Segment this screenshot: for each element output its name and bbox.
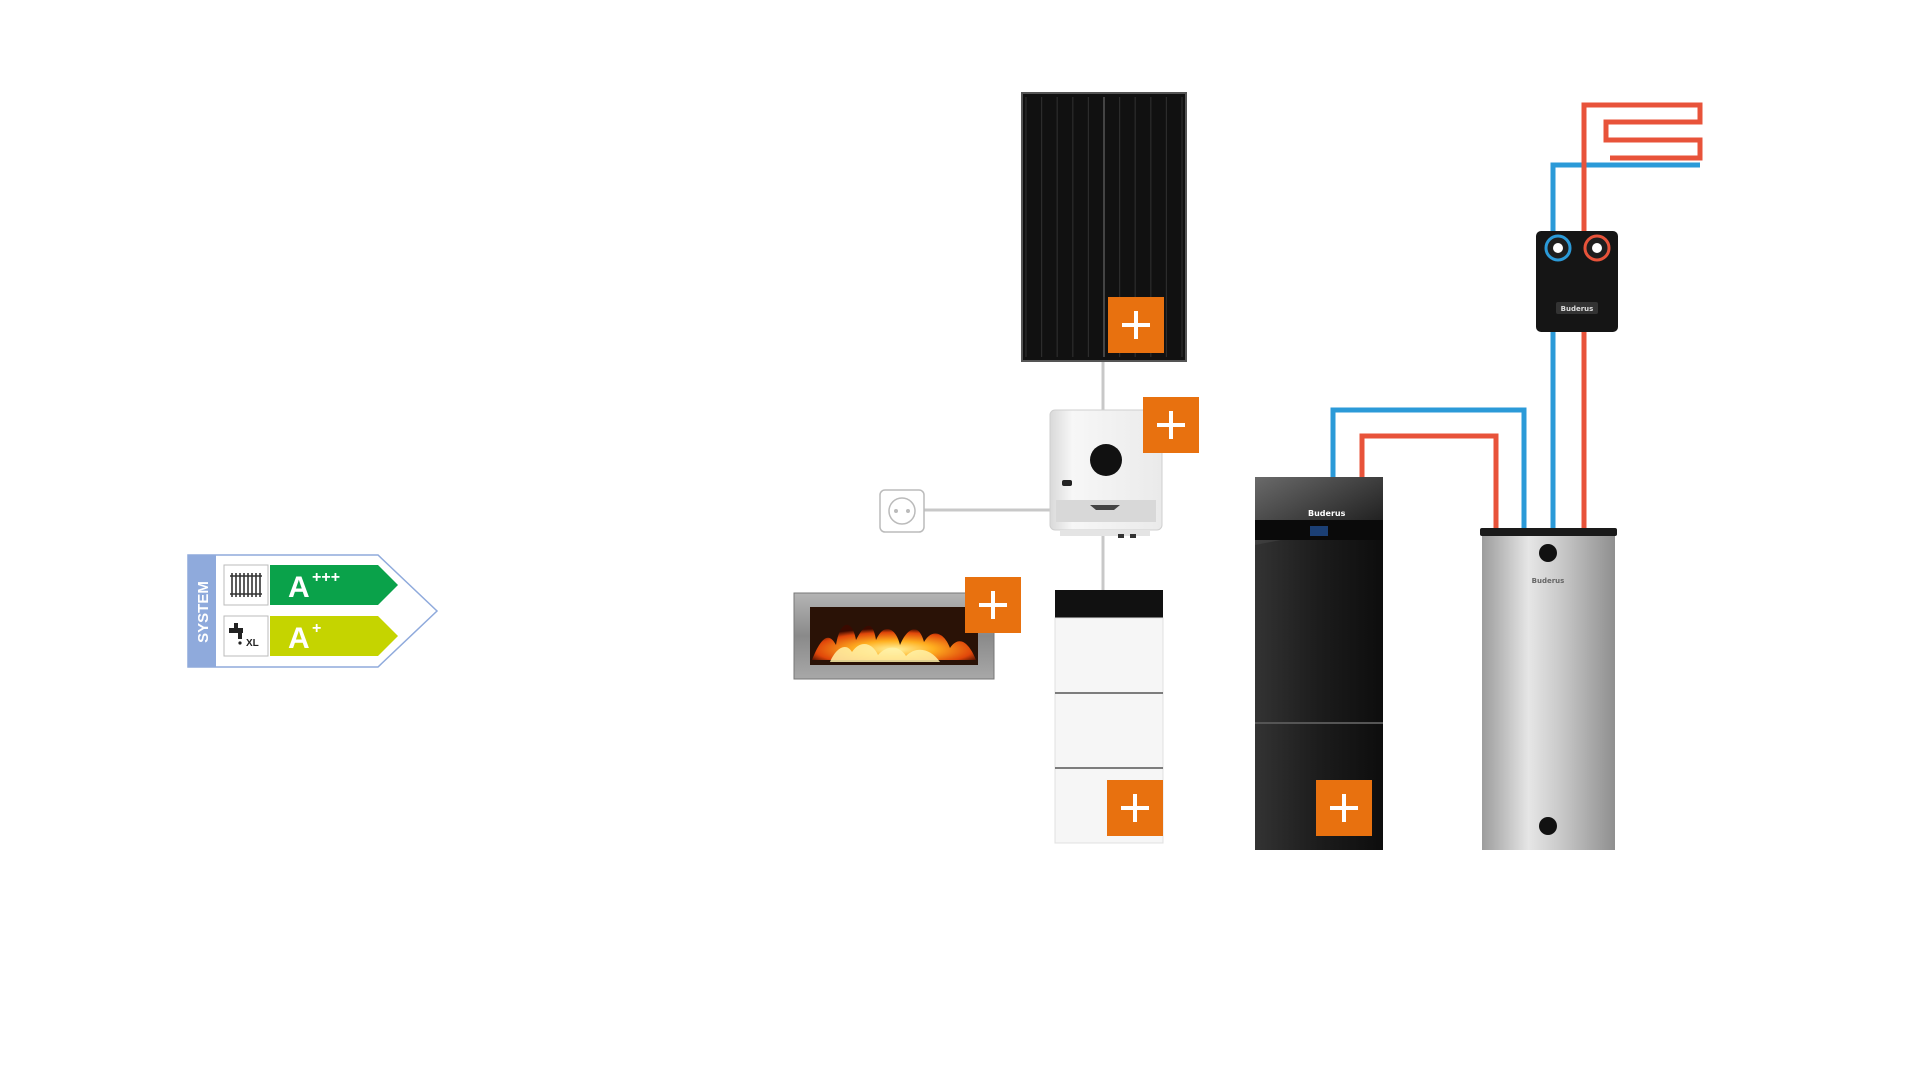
inverter-display <box>1090 444 1122 476</box>
inverter[interactable] <box>1049 409 1163 538</box>
label-side-band <box>188 555 216 667</box>
radiator-icon <box>230 573 262 597</box>
pump-station[interactable]: Buderus <box>1536 231 1618 332</box>
add-battery-button[interactable] <box>1107 780 1163 836</box>
hydraulic-pipes <box>1330 102 1703 528</box>
heatpump-display <box>1310 526 1328 536</box>
water-class-arrow <box>270 616 398 656</box>
add-solar-button[interactable] <box>1108 297 1164 353</box>
heatpump-brand: Buderus <box>1308 509 1346 518</box>
water-class: A <box>288 622 310 655</box>
system-label: SYSTEM <box>195 581 212 643</box>
wall-socket[interactable] <box>879 489 925 533</box>
add-inverter-button[interactable] <box>1143 397 1199 453</box>
energy-efficiency-label: SYSTEM A +++ XL A + <box>187 554 439 668</box>
heating-class-superscript: +++ <box>312 569 340 586</box>
heating-class: A <box>288 571 310 604</box>
add-heatpump-button[interactable] <box>1316 780 1372 836</box>
radiator-icon-box <box>223 564 269 606</box>
tank-brand: Buderus <box>1532 577 1565 585</box>
heating-class-arrow <box>270 565 398 605</box>
station-brand: Buderus <box>1561 305 1594 313</box>
electric-wires <box>918 362 1105 590</box>
hot-water-tank[interactable]: Buderus <box>1480 528 1617 850</box>
add-fireplace-button[interactable] <box>965 577 1021 633</box>
fireplace[interactable] <box>793 592 995 680</box>
tank-port-top <box>1539 544 1557 562</box>
tank-port-bottom <box>1539 817 1557 835</box>
tap-icon-box <box>223 615 269 657</box>
water-profile: XL <box>246 638 259 649</box>
battery-top-cap <box>1055 590 1163 618</box>
water-class-superscript: + <box>312 620 321 637</box>
water-tap-icon <box>229 623 243 645</box>
fire-flames <box>812 624 976 662</box>
